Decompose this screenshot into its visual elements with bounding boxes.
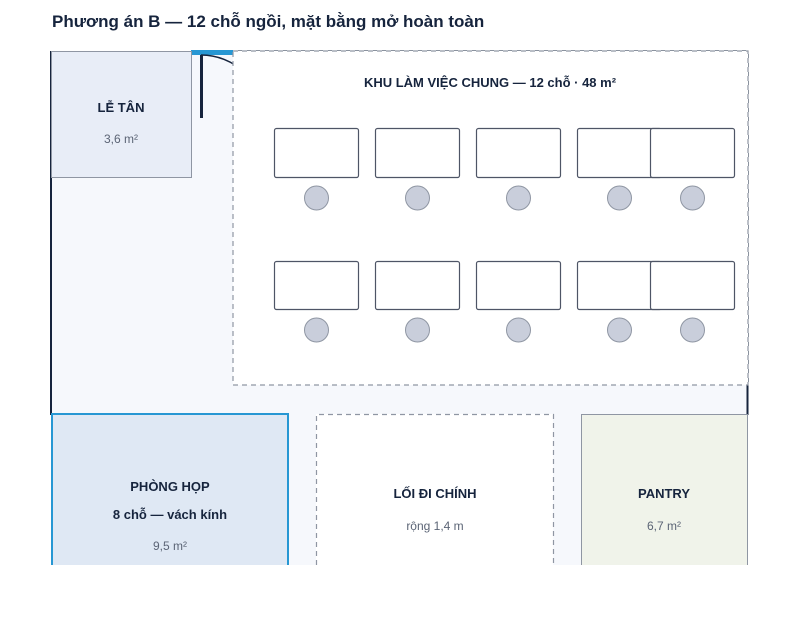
plan-title: Phương án B — 12 chỗ ngồi, mặt bằng mở h… [52,12,484,31]
desk-row-1 [273,127,736,211]
chair [506,317,531,343]
corridor-width: rộng 1,4 m [406,519,463,533]
reception-room [51,51,192,178]
chair [680,317,705,343]
meeting-room-fill [51,414,289,565]
main-corridor: LỐI ĐI CHÍNH rộng 1,4 m [315,413,555,565]
chair [506,185,531,211]
desk [374,127,461,179]
meeting-room-name: PHÒNG HỌP [130,479,210,494]
pantry-room: PANTRY 6,7 m² [581,414,748,565]
meeting-room-area: 9,5 m² [153,539,187,553]
chair [304,185,329,211]
chair [304,317,329,343]
corridor-outline [315,413,555,565]
corridor-fill [316,414,553,565]
pantry-fill [581,414,748,565]
desk [374,260,461,311]
desk [475,260,562,311]
pantry-outline [581,414,748,565]
desk-row-2 [273,260,736,343]
glass-partition [51,413,289,565]
chair [680,185,705,211]
corridor-name: LỐI ĐI CHÍNH [393,486,476,501]
pantry-area: 6,7 m² [647,519,681,533]
desk [649,260,736,311]
chair [607,185,632,211]
chair [405,185,430,211]
entrance-marker [191,50,233,55]
chair [405,317,430,343]
reception-area: 3,6 m² [104,132,138,146]
reception-name: LỄ TÂN [98,100,145,115]
pantry-name: PANTRY [638,486,690,501]
desk [649,127,736,179]
workspace-name: KHU LÀM VIỆC CHUNG — 12 chỗ · 48 m² [364,75,617,90]
desk [576,127,663,179]
desk [576,260,663,311]
chair [607,317,632,343]
meeting-room: PHÒNG HỌP 8 chỗ — vách kính 9,5 m² [51,413,289,565]
desk [475,127,562,179]
desk [273,127,360,179]
desk [273,260,360,311]
meeting-room-detail: 8 chỗ — vách kính [113,507,227,522]
